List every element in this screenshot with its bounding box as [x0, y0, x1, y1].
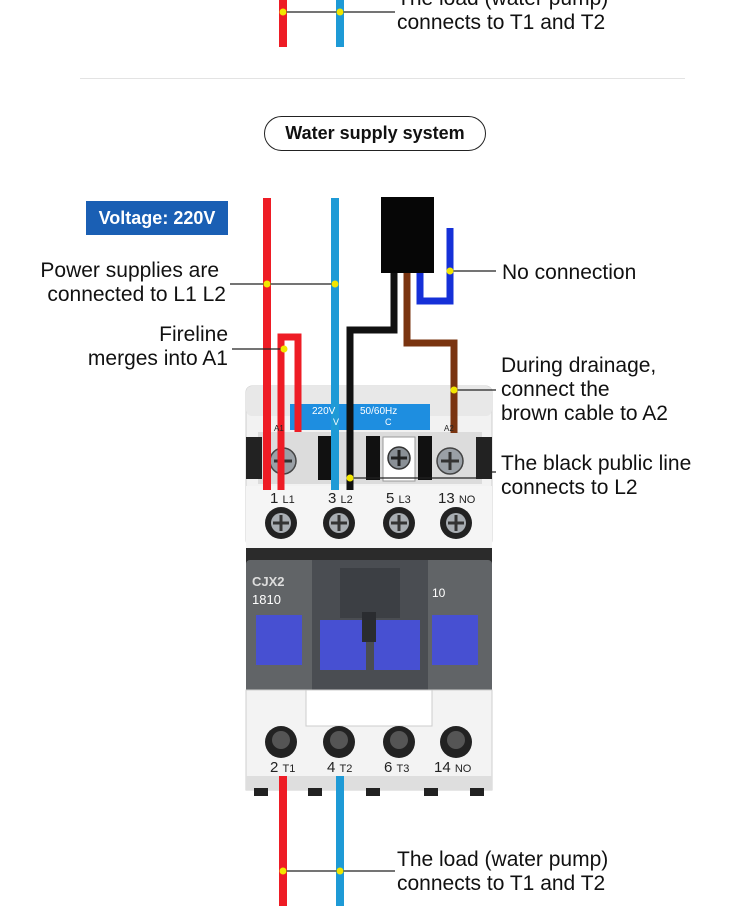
red-fireline-wire	[277, 333, 302, 490]
model-text: CJX2	[252, 574, 285, 589]
coil-voltage-text: 220V	[312, 406, 336, 417]
indicator-center-right	[374, 620, 420, 670]
contactor	[245, 385, 493, 796]
terminal-1-label: 1 L1	[270, 490, 295, 507]
contact-code-text: 10	[432, 586, 446, 600]
terminal-13-label: 13 NO	[438, 490, 476, 507]
coil-divider-1	[318, 436, 332, 480]
section-divider	[80, 78, 685, 79]
foot-3	[366, 788, 380, 796]
voltage-badge: Voltage: 220V	[86, 201, 228, 235]
terminal-6-label: 6 T3	[384, 759, 410, 776]
marker-l1	[263, 280, 271, 288]
bottom-load-label-line1: The load (water pump)	[397, 848, 609, 871]
top-marker-blue	[336, 8, 344, 16]
foot-1	[254, 788, 268, 796]
fireline-label-line1: Fireline	[159, 323, 228, 346]
terminal-14-label: 14 NO	[434, 759, 472, 776]
black-line-label-line2: connects to L2	[501, 476, 638, 499]
coil-frequency-text: 50/60Hz	[360, 406, 398, 417]
coil-side-left	[246, 437, 262, 479]
bottom-slot	[305, 689, 433, 727]
indicator-left	[256, 615, 302, 665]
top-load-label-line1: The load (water pump)	[397, 0, 608, 11]
section-title: Water supply system	[264, 116, 486, 151]
indicator-right	[432, 615, 478, 665]
no-connection-wire	[416, 228, 454, 305]
red-t1-wire	[279, 776, 287, 906]
main-screws	[265, 507, 472, 539]
coil-side-right	[476, 437, 492, 479]
black-line-label-line1: The black public line	[501, 452, 692, 475]
power-label-line1: Power supplies are	[40, 259, 219, 282]
marker-no-connection	[446, 267, 454, 275]
contactor-center-top	[340, 568, 400, 618]
screw-a2	[436, 447, 464, 475]
coil-letter-right: C	[385, 417, 392, 427]
drainage-label-line3: brown cable to A2	[501, 402, 668, 425]
marker-t2	[336, 867, 344, 875]
coil-letter-left: V	[333, 417, 340, 427]
blue-l2-wire	[331, 198, 339, 490]
top-blue-wire	[336, 0, 344, 47]
coil-divider-2	[366, 436, 380, 480]
marker-brown	[450, 386, 458, 394]
coil-a1-label: A1	[274, 424, 284, 433]
top-red-wire	[279, 0, 287, 47]
terminal-5-label: 5 L3	[386, 490, 411, 507]
contactor-base	[246, 776, 492, 790]
terminal-4-label: 4 T2	[327, 759, 353, 776]
marker-t1	[279, 867, 287, 875]
marker-fireline	[280, 345, 288, 353]
terminal-2-label: 2 T1	[270, 759, 296, 776]
drainage-label-line1: During drainage,	[501, 354, 657, 377]
blue-t2-wire	[336, 776, 344, 906]
screw-middle	[382, 436, 416, 482]
bottom-screws	[265, 726, 472, 758]
black-public-wire	[346, 273, 398, 490]
foot-4	[424, 788, 438, 796]
marker-l2	[331, 280, 339, 288]
power-label-line2: connected to L1 L2	[47, 283, 226, 306]
indicator-divider	[362, 612, 376, 642]
foot-2	[308, 788, 322, 796]
top-marker-red	[279, 8, 287, 16]
indicator-center-left	[320, 620, 366, 670]
terminal-3-label: 3 L2	[328, 490, 353, 507]
model-number-text: 1810	[252, 592, 281, 607]
coil-divider-3	[418, 436, 432, 480]
no-connection-label: No connection	[502, 261, 637, 284]
red-l1-wire	[263, 198, 271, 490]
drainage-label-line2: connect the	[501, 378, 610, 401]
marker-black	[346, 474, 354, 482]
top-load-label-line2: connects to T1 and T2	[397, 11, 606, 34]
coil-a2-label: A2	[444, 424, 454, 433]
plug-box	[381, 197, 434, 273]
bottom-load-label-line2: connects to T1 and T2	[397, 872, 606, 895]
coil-plate	[290, 404, 430, 430]
foot-5	[470, 788, 484, 796]
fireline-label-line2: merges into A1	[87, 347, 228, 370]
black-line-leader	[350, 471, 496, 479]
